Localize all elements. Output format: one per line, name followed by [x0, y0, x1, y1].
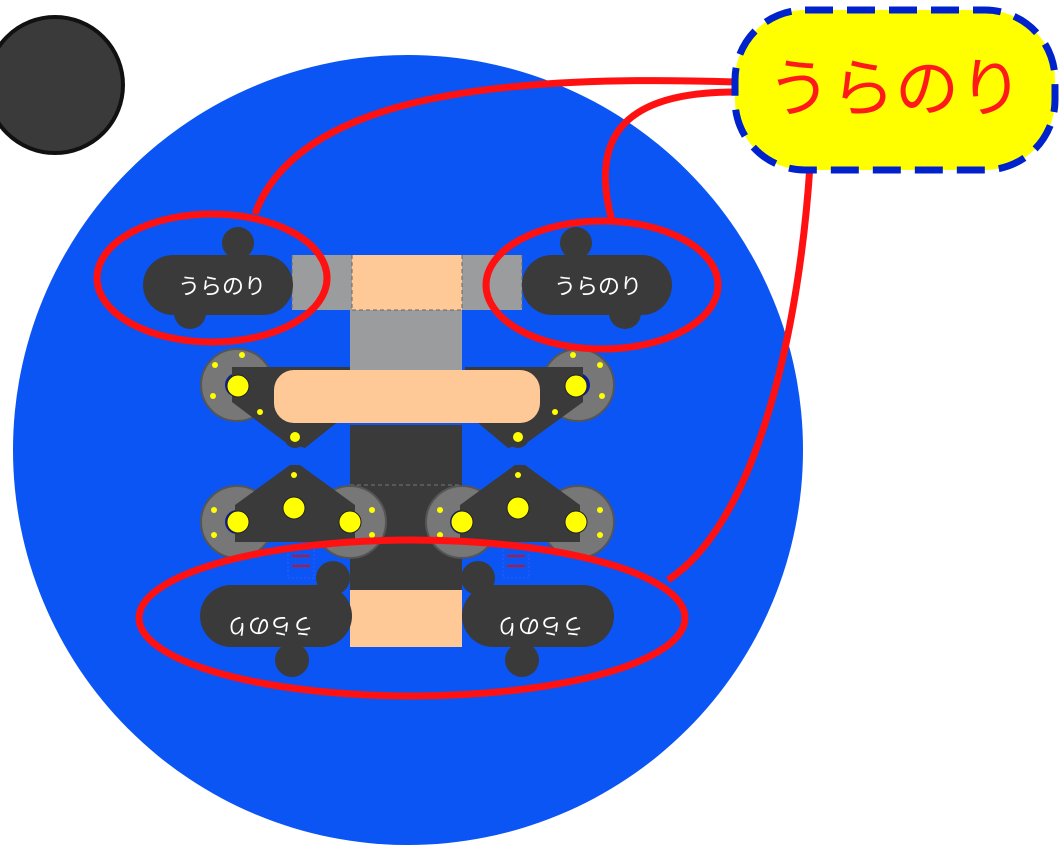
tab-bottom-left-label: うらのり	[226, 612, 314, 637]
callout-label: うらのり	[767, 53, 1023, 127]
bottom-bar	[350, 590, 462, 647]
tab-top-right-label: うらのり	[554, 275, 642, 300]
tab-bottom-right-label: うらのり	[496, 612, 584, 637]
dark-circle-icon	[0, 17, 123, 153]
tab-top-left-label: うらのり	[178, 275, 266, 300]
pin-icon	[290, 432, 300, 442]
callout: うらのり	[735, 10, 1055, 170]
